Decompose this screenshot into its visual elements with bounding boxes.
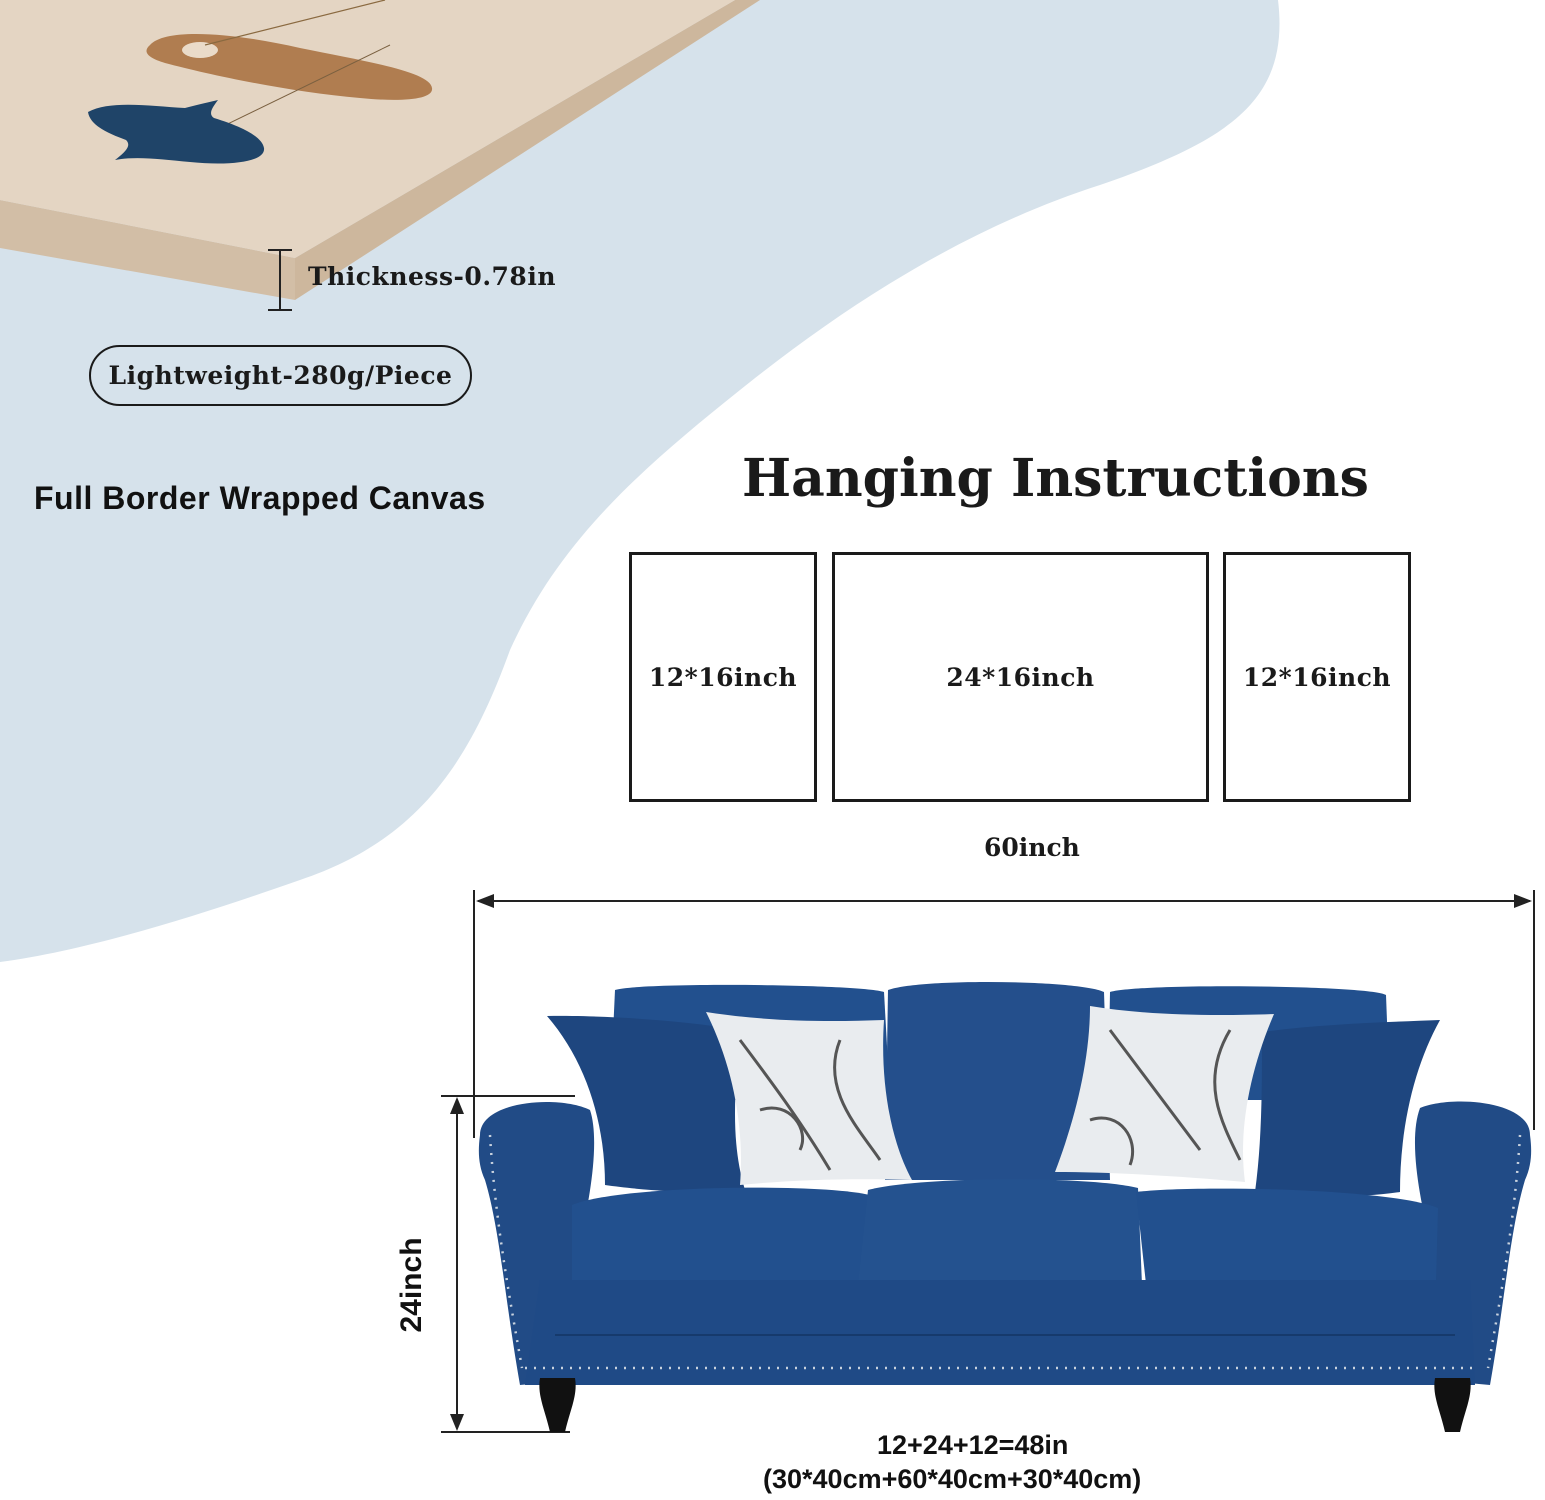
width-dimension xyxy=(473,890,1535,1138)
nailhead-trim-right xyxy=(1486,1134,1522,1369)
hanging-instructions-title: Hanging Instructions xyxy=(742,448,1369,509)
pillow-blue-left xyxy=(547,1015,745,1193)
seat-cushion-left xyxy=(572,1187,870,1288)
frame-right: 12*16inch xyxy=(1223,552,1411,802)
height-dimension xyxy=(441,1095,575,1433)
weight-badge: Lightweight-280g/Piece xyxy=(89,345,472,406)
wood-hole xyxy=(182,42,218,58)
bird-pattern xyxy=(738,1029,1242,1171)
size-sum-metric-label: (30*40cm+60*40cm+30*40cm) xyxy=(763,1464,1142,1494)
thickness-label: Thickness-0.78in xyxy=(308,262,556,291)
height-label: 24inch xyxy=(392,1230,432,1340)
sofa-leg-right xyxy=(1434,1378,1471,1432)
sofa-leg-left xyxy=(539,1378,576,1432)
navy-fish xyxy=(88,100,265,164)
nailhead-trim-left xyxy=(488,1134,524,1369)
border-wrap-label: Full Border Wrapped Canvas xyxy=(34,480,486,516)
pillow-blue-right xyxy=(1255,1020,1440,1197)
size-sum-label: 12+24+12=48in xyxy=(877,1430,1069,1460)
sofa xyxy=(478,981,1532,1432)
hanging-string-2 xyxy=(204,44,391,136)
total-width-label: 60inch xyxy=(984,833,1080,862)
seat-cushion-right xyxy=(1136,1188,1438,1289)
height-label-text: 24inch xyxy=(395,1237,428,1333)
frame-middle: 24*16inch xyxy=(832,552,1209,802)
sofa-front xyxy=(525,1280,1475,1385)
seat-cushion-mid xyxy=(858,1179,1142,1291)
pillow-pattern-left xyxy=(706,1012,912,1185)
canvas-edge xyxy=(0,200,295,300)
sofa-back-mid xyxy=(885,981,1110,1180)
canvas-side xyxy=(295,0,760,300)
hanging-string xyxy=(204,0,386,46)
canvas-board xyxy=(0,0,760,300)
frame-left: 12*16inch xyxy=(629,552,817,802)
thickness-bracket xyxy=(268,249,292,311)
